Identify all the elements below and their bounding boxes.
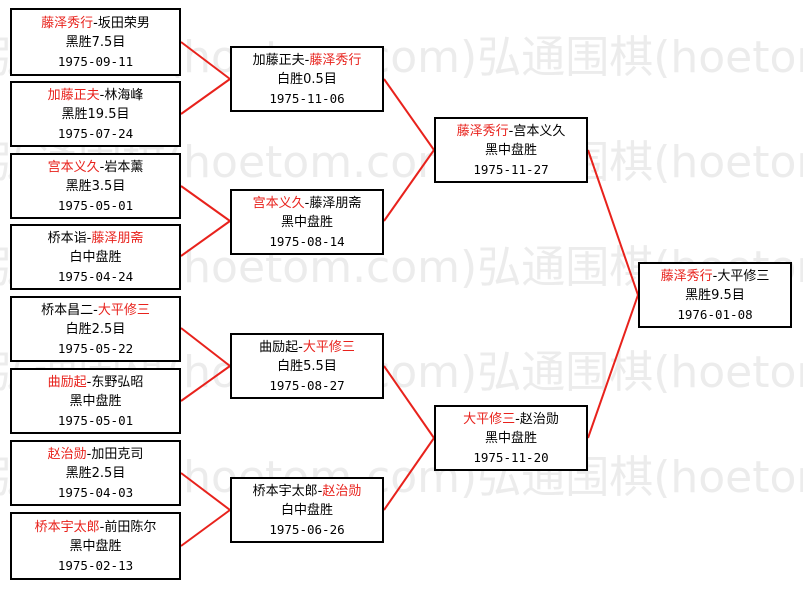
bracket-line — [180, 472, 231, 511]
match-date: 1975-04-03 — [57, 484, 134, 500]
match-box: 大平修三-赵治勋 黑中盘胜 1975-11-20 — [434, 405, 588, 471]
winner-name: 宫本义久 — [252, 195, 305, 211]
player-name: 大平修三 — [717, 268, 770, 284]
player-name: 桥本宇太郎 — [252, 483, 318, 499]
match-result: 黑中盘胜 — [69, 538, 122, 554]
match-box: 加藤正夫-藤泽秀行 白胜0.5目 1975-11-06 — [230, 46, 384, 112]
bracket-line — [587, 294, 639, 439]
winner-name: 大平修三 — [97, 302, 150, 318]
bracket-line — [383, 437, 435, 511]
player-name: 曲励起 — [259, 339, 299, 355]
player-name: 藤泽朋斋 — [309, 195, 362, 211]
match-date: 1975-08-27 — [269, 377, 345, 393]
match-result: 白胜5.5目 — [277, 358, 337, 374]
bracket-line — [383, 78, 435, 151]
match-date: 1975-11-20 — [473, 449, 549, 465]
winner-name: 加藤正夫 — [47, 87, 100, 103]
match-result: 黑胜7.5目 — [65, 34, 126, 50]
player-name: 桥本昌二 — [41, 302, 94, 318]
bracket-line — [180, 365, 231, 402]
player-name: 加田克司 — [91, 446, 144, 462]
match-date: 1975-06-26 — [269, 521, 345, 537]
player-name: 宫本义久 — [513, 123, 566, 139]
winner-name: 宫本义久 — [47, 159, 100, 175]
bracket-line — [180, 78, 231, 115]
match-date: 1975-02-13 — [57, 557, 134, 573]
match-result: 黑胜2.5目 — [65, 465, 126, 481]
winner-name: 曲励起 — [47, 374, 87, 390]
player-name: 前田陈尔 — [104, 519, 157, 535]
match-box: 桥本昌二-大平修三 白胜2.5目 1975-05-22 — [10, 296, 181, 362]
bracket-line — [383, 365, 435, 439]
match-result: 白胜0.5目 — [277, 71, 337, 87]
final-match-box: 藤泽秀行-大平修三 黑胜9.5目 1976-01-08 — [638, 262, 792, 328]
match-date: 1975-11-27 — [473, 161, 549, 177]
match-result: 黑胜9.5目 — [685, 287, 745, 303]
winner-name: 藤泽朋斋 — [91, 230, 144, 246]
bracket-line — [180, 220, 231, 257]
match-box: 藤泽秀行-坂田荣男 黑胜7.5目 1975-09-11 — [10, 8, 181, 76]
player-name: 加藤正夫 — [252, 52, 305, 68]
match-box: 藤泽秀行-宫本义久 黑中盘胜 1975-11-27 — [434, 117, 588, 183]
match-date: 1975-09-11 — [57, 53, 134, 69]
player-name: 桥本诣 — [47, 230, 87, 246]
match-box: 桥本诣-藤泽朋斋 白中盘胜 1975-04-24 — [10, 224, 181, 290]
winner-name: 藤泽秀行 — [456, 123, 509, 139]
bracket-line — [383, 149, 435, 222]
match-box: 赵治勋-加田克司 黑胜2.5目 1975-04-03 — [10, 440, 181, 506]
winner-name: 桥本宇太郎 — [34, 519, 100, 535]
match-box: 桥本宇太郎-前田陈尔 黑中盘胜 1975-02-13 — [10, 512, 181, 580]
winner-name: 赵治勋 — [47, 446, 87, 462]
bracket-line — [587, 149, 639, 296]
player-name: 林海峰 — [104, 87, 144, 103]
match-date: 1975-11-06 — [269, 90, 345, 106]
winner-name: 大平修三 — [302, 339, 355, 355]
match-result: 白中盘胜 — [280, 502, 333, 518]
match-box: 加藤正夫-林海峰 黑胜19.5目 1975-07-24 — [10, 81, 181, 147]
match-result: 黑中盘胜 — [484, 142, 537, 158]
winner-name: 赵治勋 — [322, 483, 362, 499]
winner-name: 藤泽秀行 — [660, 268, 713, 284]
match-box: 宫本义久-藤泽朋斋 黑中盘胜 1975-08-14 — [230, 189, 384, 255]
match-date: 1975-08-14 — [269, 233, 345, 249]
match-date: 1975-04-24 — [57, 268, 134, 284]
match-result: 白中盘胜 — [69, 249, 122, 265]
winner-name: 藤泽秀行 — [41, 15, 94, 31]
match-box: 曲励起-东野弘昭 黑中盘胜 1975-05-01 — [10, 368, 181, 434]
bracket-line — [180, 327, 231, 367]
player-name: 东野弘昭 — [91, 374, 144, 390]
match-result: 黑中盘胜 — [280, 214, 333, 230]
match-date: 1975-05-01 — [57, 412, 134, 428]
winner-name: 藤泽秀行 — [309, 52, 362, 68]
match-box: 宫本义久-岩本薰 黑胜3.5目 1975-05-01 — [10, 153, 181, 219]
match-result: 白胜2.5目 — [65, 321, 126, 337]
bracket-line — [180, 41, 231, 80]
match-box: 桥本宇太郎-赵治勋 白中盘胜 1975-06-26 — [230, 477, 384, 543]
match-date: 1975-05-22 — [57, 340, 134, 356]
match-box: 曲励起-大平修三 白胜5.5目 1975-08-27 — [230, 333, 384, 399]
match-result: 黑中盘胜 — [484, 430, 537, 446]
match-date: 1975-07-24 — [57, 125, 134, 141]
match-result: 黑胜19.5目 — [61, 106, 130, 122]
bracket-line — [180, 185, 231, 222]
match-date: 1976-01-08 — [677, 306, 753, 322]
winner-name: 大平修三 — [463, 411, 516, 427]
match-result: 黑胜3.5目 — [65, 178, 126, 194]
match-date: 1975-05-01 — [57, 197, 134, 213]
player-name: 坂田荣男 — [97, 15, 150, 31]
bracket-line — [180, 509, 231, 547]
player-name: 岩本薰 — [104, 159, 144, 175]
match-result: 黑中盘胜 — [69, 393, 122, 409]
player-name: 赵治勋 — [519, 411, 559, 427]
